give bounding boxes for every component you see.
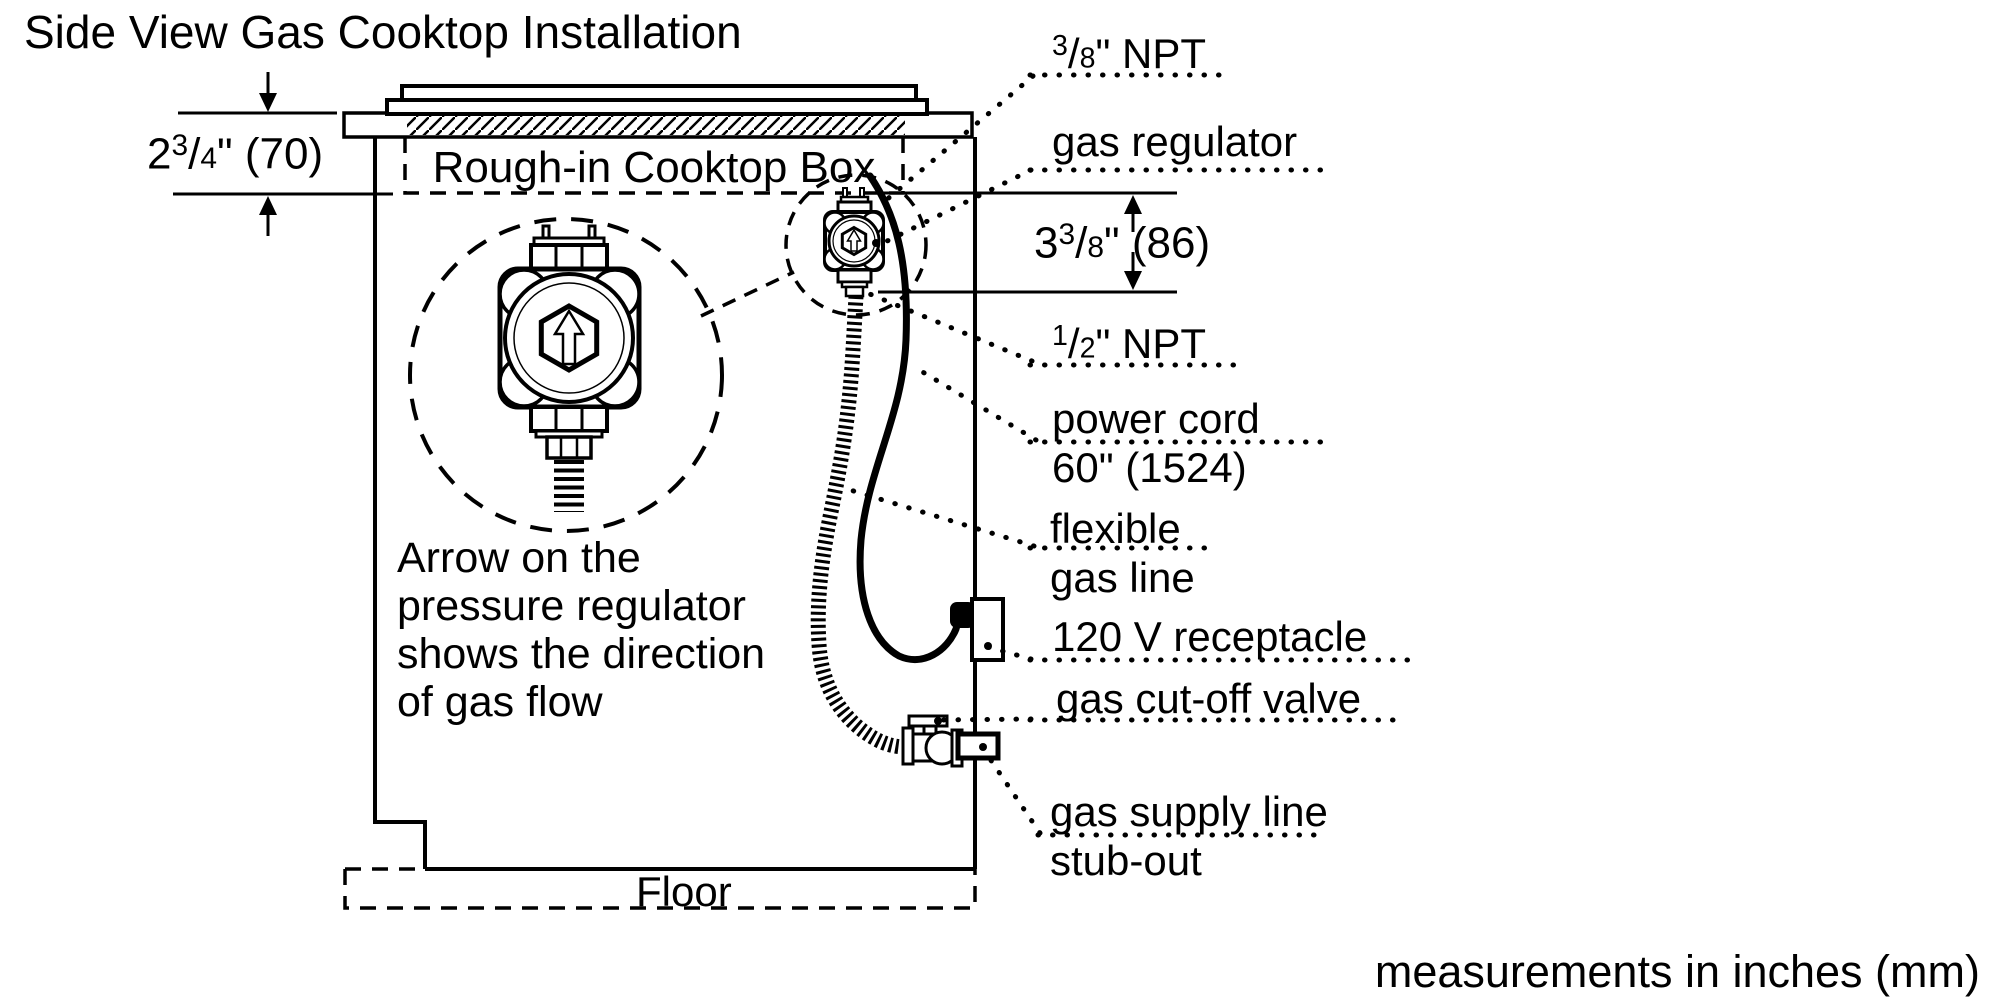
dimension-86-lines (870, 191, 1177, 294)
npt-12-label: 1/2" NPT (1052, 319, 1207, 367)
leader-lines (844, 73, 1043, 836)
rough-in-box-label: Rough-in Cooktop Box (432, 143, 876, 192)
dimension-70-lines (173, 72, 393, 236)
cooktop-slabs (385, 84, 929, 116)
gas-regulator-icon (823, 187, 885, 298)
detail-callout-line (700, 270, 795, 318)
page-title: Side View Gas Cooktop Installation (24, 6, 742, 58)
regulator-zoom-circle (784, 173, 928, 317)
dimension-86-label: 33/8" (86) (1034, 218, 1211, 268)
gas-stub-out-icon (955, 731, 1001, 761)
dimension-86-arrowheads (1124, 195, 1142, 290)
gas-flow-arrow-icon (552, 308, 586, 366)
dimension-70-label: 23/4" (70) (147, 129, 324, 179)
detail-circle (408, 217, 724, 533)
countertop (342, 111, 974, 139)
receptacle-icon (970, 597, 1005, 662)
gas-regulator-label: gas regulator (1052, 118, 1298, 165)
regulator-leader-dot (872, 239, 880, 247)
pressure-regulator-detail-icon (497, 224, 642, 460)
valve-leader-dot (934, 717, 942, 725)
units-footnote: measurements in inches (mm) (1374, 946, 1980, 997)
flexible-gas-line-icon (810, 295, 907, 755)
floor-label: Floor (636, 868, 732, 915)
label-underlines (1027, 72, 1411, 838)
stub-out-leader-dot (979, 743, 987, 751)
dimension-70-arrowheads (259, 93, 277, 215)
gas-cutoff-valve-label: gas cut-off valve (1056, 675, 1362, 722)
npt-38-label: 3/8" NPT (1052, 29, 1207, 77)
rough-in-box-outline (403, 137, 905, 195)
receptacle-label: 120 V receptacle (1052, 613, 1368, 660)
floor-outline (343, 867, 977, 910)
power-plug-icon (950, 602, 975, 628)
power-cord-icon (856, 172, 963, 664)
gas-cutoff-valve-icon (901, 714, 964, 768)
